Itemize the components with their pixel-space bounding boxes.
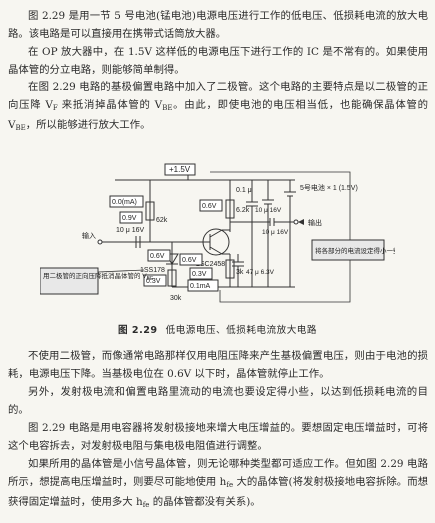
voltage-09-label: 0.9V [122,215,137,222]
bypass-cap-label: 0.1 μ [236,187,252,194]
callout-right-box [311,239,385,261]
paragraph-7: 如果所用的晶体管是小信号晶体管，则无论哪种类型都可适应工作。但如图 2.29 电… [8,456,428,515]
paragraph-1-text: 图 2.29 是用一节 5 号电池(锰电池)电源电压进行工作的低电压、低损耗电流… [8,10,428,40]
transistor-body [202,228,230,256]
paragraph-6: 图 2.29 电路是用电容器将发射极接地来增大电压增益的。要想固定电压增益时，可… [8,420,428,455]
paragraph-1: 图 2.29 是用一节 5 号电池(锰电池)电源电压进行工作的低电压、低损耗电流… [8,8,428,43]
input-cap-label: 10 μ 16V [116,227,144,234]
callout-right-text: 将各部分的电流设定得小一些 [315,246,395,255]
resistor-3k-label: 3k [236,269,244,276]
resistor-62k [145,201,155,221]
voltage-06-left-label: 0.6V [150,253,165,260]
resistor-30k [167,269,177,287]
paragraph-3-text-c: 。由此，即使电池的电压相当低，也能确保晶体管的 V [8,98,429,132]
callout-left-text: 用二极管的正向压降抵消晶体管的 VBE [43,271,154,282]
emitter-cap-label: 47 μ 6.3V [246,269,275,276]
resistor-6k2 [225,199,235,219]
figure-caption: 图 2.29 低电源电压、低损耗电流放大电路 [0,322,435,336]
paragraph-6-text: 图 2.29 电路是用电容器将发射极接地来增大电压增益的。要想固定电压增益时，可… [8,422,428,452]
paragraph-2-text: 在 OP 放大器中，在 1.5V 这样低的电源电压下进行工作的 IC 是不常有的… [8,46,428,76]
paragraph-7-text-a: 如果所用的晶体管是小信号晶体管，则无论哪种类型都可适应工作。但如图 2.29 电… [8,458,428,488]
paragraph-5-text: 另外，发射极电流和偏置电路里流动的电流也要设定得小些，以达到低损耗电流的目的。 [8,386,428,416]
paragraph-3: 在图 2.29 电路的基极偏置电路中加入了二极管。这个电路的主要特点是以二极管的… [8,79,428,138]
paragraph-7-text-b: 大的晶体管(将发射极接地电容拆除。而想获得固定增益时，使用多大 h [8,475,429,509]
current-top-label: 0.0(mA) [112,199,137,206]
supply-label: +1.5V [169,165,191,174]
callout-left-box [40,267,99,295]
figure-number: 图 2.29 [117,325,158,336]
paragraph-2: 在 OP 放大器中，在 1.5V 这样低的电源电压下进行工作的 IC 是不常有的… [8,44,428,79]
paragraph-3-text-d: ，所以能够进行放大工作。 [25,119,151,132]
paragraph-5: 另外，发射极电流和偏置电路里流动的电流也要设定得小些，以达到低损耗电流的目的。 [8,384,428,419]
resistor-6k2-label: 6.2k [236,207,250,214]
diode-label: 1SS178 [140,267,165,274]
paragraph-4: 不使用二极管，而像通常电路那样仅用电阻压降来产生基极偏置电压，则由于电池的损耗，… [8,348,428,383]
input-label: 输入 [82,231,96,240]
vbe-subscript-2: BE [15,124,26,133]
paragraph-3-text-b: 来抵消掉晶体管的 V [57,98,163,111]
resistor-3k [225,259,235,279]
output-cap-label: 10 μ 16V [262,229,289,236]
paragraph-3-text-a: 在图 2.29 电路的基极偏置电路中加入了二极管。这个电路的主要特点是以二极管的… [8,81,428,111]
transistor-label: 2SC2458 [196,261,225,268]
battery-cap-label: 10 μ 16V [255,207,282,214]
current-01-label: 0.1mA [190,283,211,290]
vf-subscript: F [52,103,58,112]
paragraph-7-text-c: 的晶体管都没有关系)。 [149,496,261,509]
hfe-subscript-2: fe [142,501,150,510]
voltage-03-label: 0.3V [192,271,207,278]
voltage-06-right-label: 0.6V [202,203,217,210]
circuit-diagram: +1.5V 0.0(mA) 0.9V 62k 输入 10 μ 16V 0.6V … [40,163,395,303]
voltage-06-base-label: 0.6V [182,257,197,264]
vbe-subscript: BE [162,103,173,112]
resistor-30k-label: 30k [170,295,182,302]
hfe-subscript: fe [226,480,234,489]
battery-label: 5号电池 × 1 (1.5V) [300,183,358,192]
resistor-62k-label: 62k [156,217,168,224]
diode-voltage-label: 0.3V [146,278,161,285]
paragraph-4-text: 不使用二极管，而像通常电路那样仅用电阻压降来产生基极偏置电压，则由于电池的损耗，… [8,350,428,380]
figure-title: 低电源电压、低损耗电流放大电路 [165,325,317,336]
output-label: 输出 [308,218,322,227]
